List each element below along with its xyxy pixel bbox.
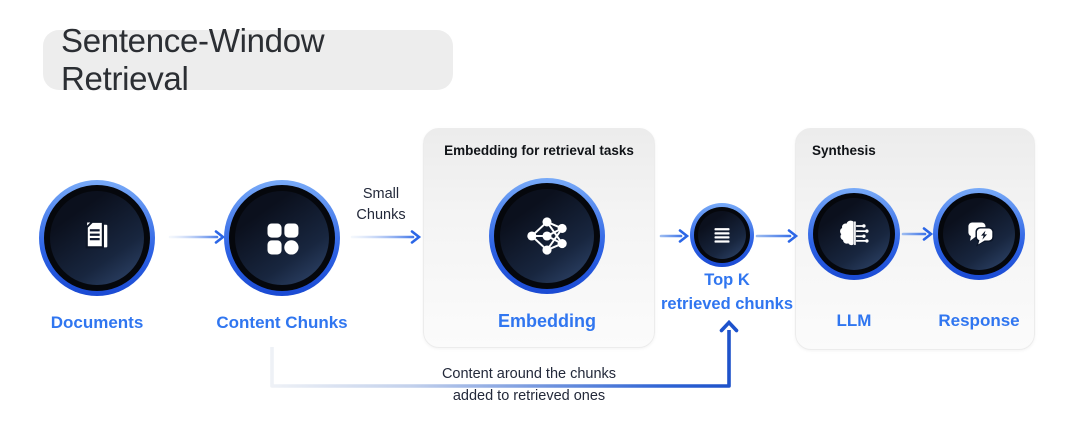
- embedding-node-fill: [500, 189, 594, 283]
- content-chunks-node-fill: [235, 191, 329, 285]
- brain-circuit-icon: [839, 220, 869, 245]
- top-k-node: [690, 203, 754, 267]
- diagram-title-chip: Sentence-Window Retrieval: [43, 22, 453, 97]
- response-node: [933, 188, 1025, 280]
- llm-node-fill: [818, 198, 890, 270]
- top-k-node-fill: [698, 211, 746, 259]
- embedding-label: Embedding: [498, 311, 596, 331]
- embedding-card-title: Embedding for retrieval tasks: [444, 143, 634, 158]
- embedding-node: [489, 178, 605, 294]
- llm-node: [808, 188, 900, 280]
- llm-label: LLM: [836, 311, 872, 330]
- window-context-edge-label: Content around the chunks added to retri…: [442, 364, 616, 407]
- arrow-documents-to-chunks: [168, 230, 226, 244]
- embedding-node-ring: [494, 183, 600, 289]
- arrow-embedding-to-topk: [659, 229, 690, 243]
- window-context-line1: Content around the chunks: [441, 366, 617, 382]
- chat-bolt-icon: [967, 222, 994, 246]
- llm-node-ring: [813, 193, 895, 275]
- synthesis-card-title: Synthesis: [812, 143, 876, 158]
- response-label: Response: [938, 311, 1020, 330]
- response-node-fill: [943, 198, 1015, 270]
- neural-network-icon: [527, 217, 567, 255]
- small-chunks-line2: Chunks: [356, 207, 406, 223]
- documents-node-ring: [44, 185, 150, 291]
- diagram-title: Sentence-Window Retrieval: [61, 22, 325, 97]
- arrow-topk-to-llm: [755, 229, 799, 243]
- list-lines-icon: [714, 228, 730, 243]
- content-chunks-node: [224, 180, 340, 296]
- response-node-ring: [938, 193, 1020, 275]
- top-k-label: Top K retrieved chunks: [661, 268, 793, 316]
- arrow-chunks-to-embedding: [350, 230, 422, 244]
- top-k-node-ring: [694, 207, 750, 263]
- embedding-card: Embedding for retrieval tasks: [423, 128, 655, 348]
- small-chunks-line1: Small: [362, 186, 400, 202]
- documents-node-fill: [50, 191, 144, 285]
- small-chunks-edge-label: Small Chunks: [356, 184, 405, 226]
- window-context-line2: added to retrieved ones: [452, 387, 606, 404]
- top-k-label-line1: Top K: [704, 271, 750, 289]
- documents-node: [39, 180, 155, 296]
- content-chunks-label: Content Chunks: [216, 313, 348, 332]
- top-k-label-line2: retrieved chunks: [660, 295, 794, 313]
- grid-chunks-icon: [267, 223, 299, 255]
- stacked-documents-icon: [85, 220, 107, 248]
- documents-label: Documents: [50, 313, 144, 332]
- content-chunks-node-ring: [229, 185, 335, 291]
